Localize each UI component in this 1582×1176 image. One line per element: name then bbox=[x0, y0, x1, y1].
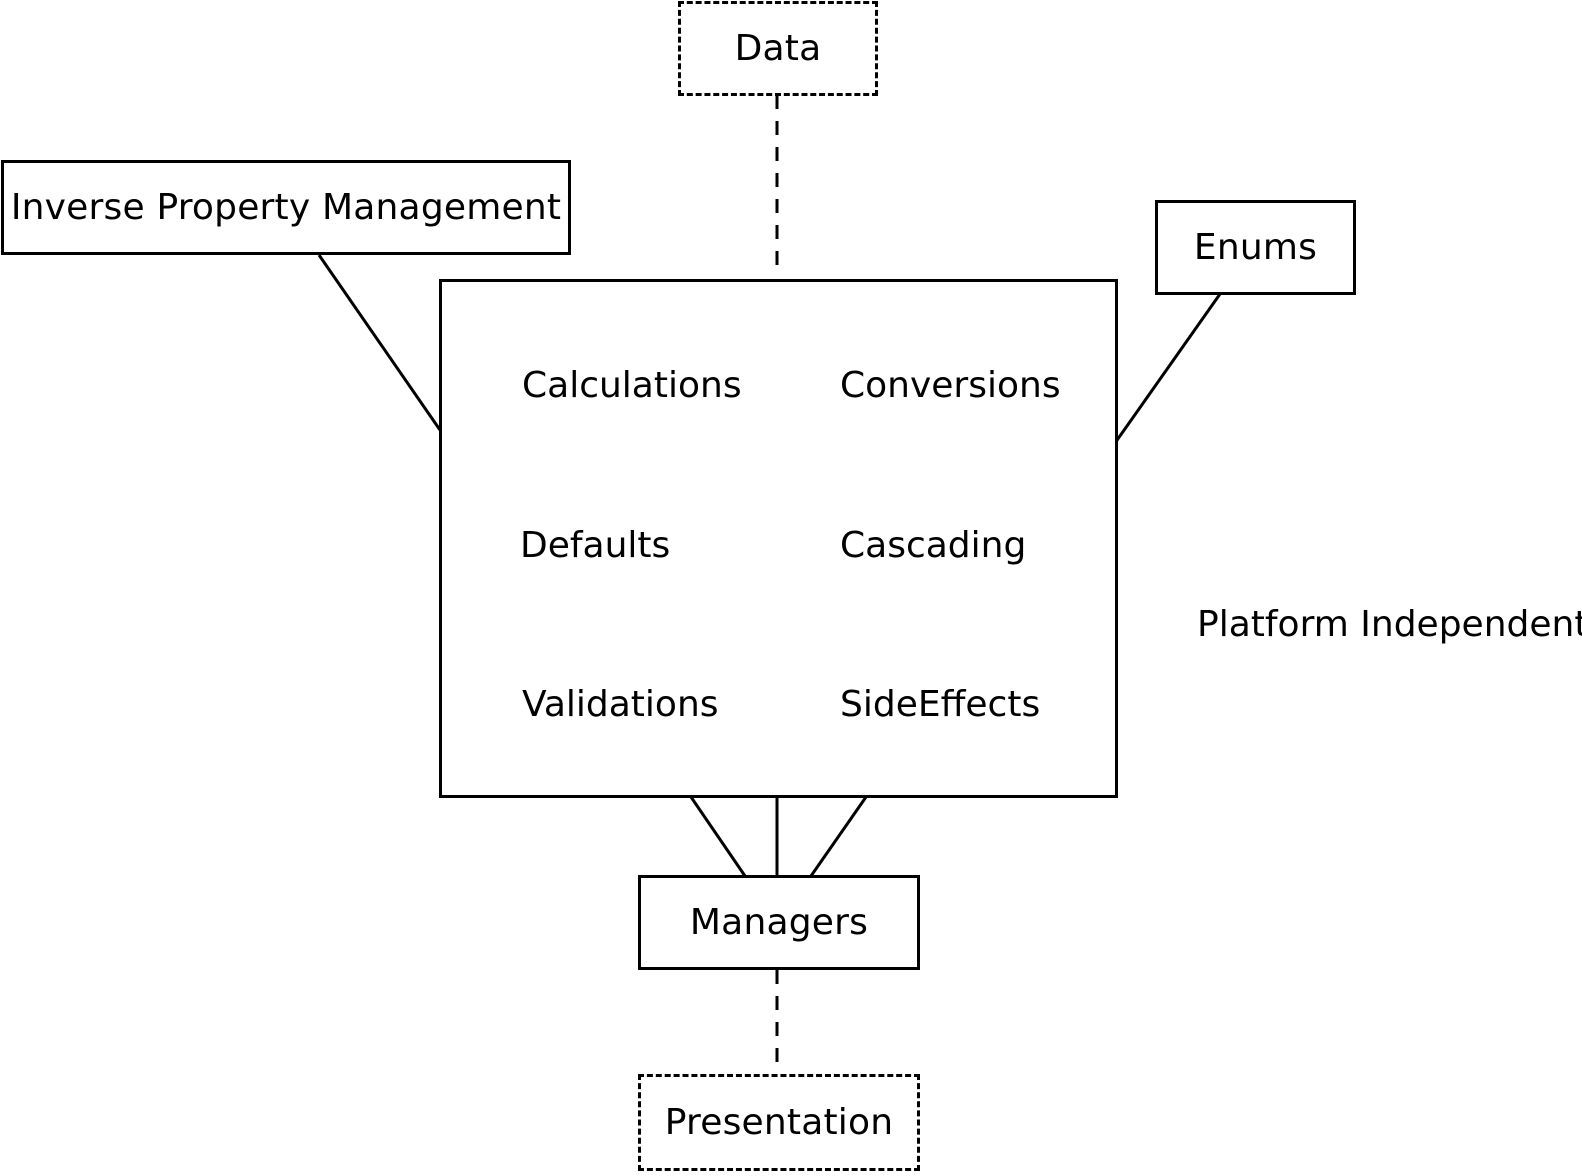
inverse-property-management-node: Inverse Property Management bbox=[1, 160, 571, 255]
presentation-node: Presentation bbox=[638, 1074, 920, 1171]
managers-connector-right bbox=[809, 796, 868, 877]
inverse-property-connector bbox=[317, 254, 442, 431]
cascading-label: Cascading bbox=[840, 525, 1027, 566]
business-logic-box: Calculations Conversions Defaults Cascad… bbox=[439, 279, 1118, 798]
platform-independent-label: Platform Independent bbox=[1197, 604, 1582, 645]
enums-connector bbox=[1113, 293, 1222, 444]
conversions-label: Conversions bbox=[840, 365, 1061, 406]
calculations-label: Calculations bbox=[522, 365, 742, 406]
data-node: Data bbox=[678, 1, 878, 96]
side-effects-label: SideEffects bbox=[840, 684, 1041, 725]
presentation-label: Presentation bbox=[664, 1102, 894, 1143]
managers-connector-left bbox=[689, 796, 747, 877]
data-label: Data bbox=[734, 28, 822, 69]
validations-label: Validations bbox=[522, 684, 719, 725]
enums-label: Enums bbox=[1193, 227, 1318, 268]
managers-node: Managers bbox=[638, 875, 920, 970]
enums-node: Enums bbox=[1155, 200, 1356, 295]
inverse-property-management-label: Inverse Property Management bbox=[10, 187, 562, 228]
defaults-label: Defaults bbox=[520, 525, 671, 566]
managers-label: Managers bbox=[689, 902, 869, 943]
